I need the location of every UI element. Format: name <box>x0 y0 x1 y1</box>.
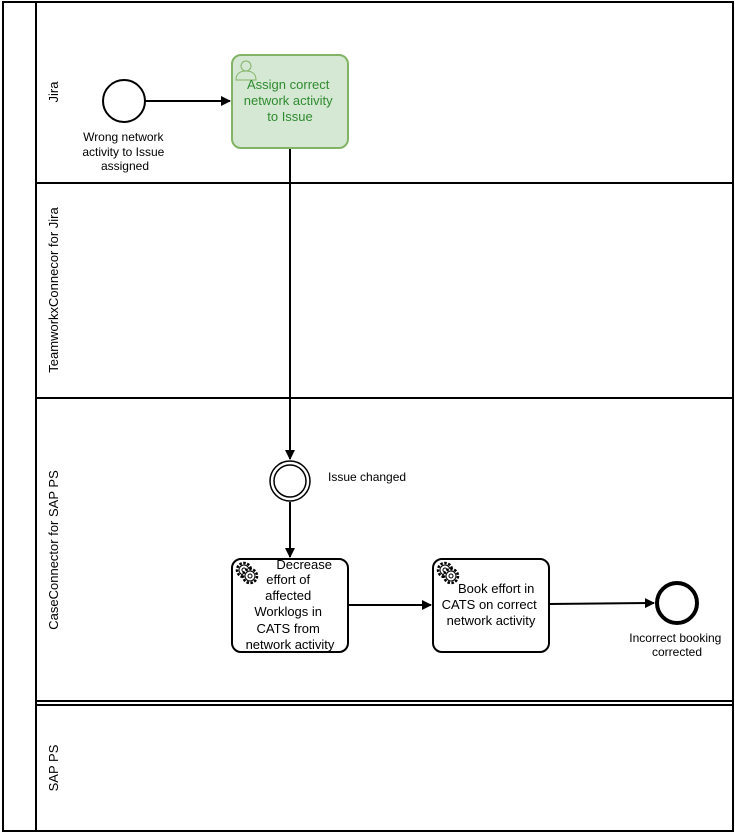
lane-label-jira: Jira <box>46 81 61 103</box>
user-task-label: Assign correct network activity to Issue <box>244 77 337 124</box>
user-task-assign-network-activity[interactable]: Assign correct network activity to Issue <box>231 54 349 149</box>
lane-label-sap-ps: SAP PS <box>46 744 61 791</box>
gear-icon <box>436 561 460 585</box>
start-event-label: Wrong network activity to Issue assigned <box>82 130 167 173</box>
user-icon <box>235 60 257 81</box>
gear-icon <box>235 561 259 585</box>
service-task-1-label: Decrease effort of affected Worklogs in … <box>246 557 336 652</box>
end-event-label: Incorrect booking corrected <box>629 631 724 659</box>
start-event[interactable] <box>102 79 146 123</box>
service-task-decrease-effort[interactable]: Decrease effort of affected Worklogs in … <box>231 557 349 653</box>
lane-label-caseconnector: CaseConnector for SAP PS <box>46 470 61 630</box>
end-event[interactable] <box>655 581 699 625</box>
service-task-2-label: Book effort in CATS on correct network a… <box>442 581 541 628</box>
sequence-flow <box>548 598 655 609</box>
lane-label-teamworkx: TeamworkxConnecor for Jira <box>46 207 61 373</box>
intermediate-event-label: Issue changed <box>328 470 406 484</box>
service-task-book-effort[interactable]: Book effort in CATS on correct network a… <box>432 558 550 653</box>
intermediate-event[interactable] <box>269 460 311 502</box>
